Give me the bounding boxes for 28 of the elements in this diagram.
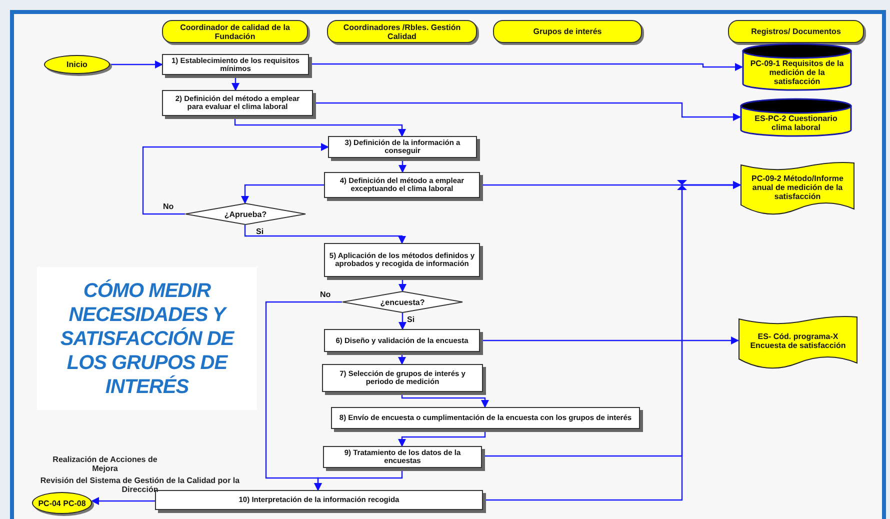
diagram-title: CÓMO MEDIR NECESIDADES Y SATISFACCIÓN DE LOS GRUPOS DE INTERÉS: [59, 278, 236, 398]
arrow: [314, 468, 403, 491]
edge-label: Si: [407, 315, 415, 324]
lane-header: Coordinadores /Rbles. Gestión Calidad: [327, 20, 477, 43]
edge-label: Si: [256, 227, 264, 236]
document-shape: ES- Cód. programa-X Encuesta de satisfacción: [738, 313, 858, 369]
decision-diamond: ¿Aprueba?: [185, 203, 306, 225]
arrow: [241, 184, 324, 204]
lane-header: Coordinador de calidad de la Fundación: [162, 20, 308, 43]
decision-diamond: ¿encuesta?: [342, 291, 463, 313]
arrow: [234, 116, 406, 137]
lane-header: Registros/ Documentos: [728, 20, 864, 43]
edge-label: No: [163, 202, 174, 211]
arrow: [244, 225, 406, 244]
arrow: [142, 143, 329, 215]
arrow: [91, 497, 155, 505]
arrow: [313, 102, 741, 121]
arrow: [480, 336, 739, 344]
arrow: [398, 313, 406, 330]
arrow: [110, 60, 163, 68]
lane-header: Grupos de interés: [493, 20, 642, 43]
arrow: [232, 75, 240, 91]
arrow: [309, 63, 743, 71]
arrow: [398, 429, 486, 447]
document-shape: PC-09-2 Método/Informe anual de medición de la satisfacción: [740, 159, 855, 215]
edge-label: No: [320, 290, 331, 299]
note-text: Realización de Acciones de Mejora: [52, 455, 158, 473]
arrow: [401, 392, 489, 408]
